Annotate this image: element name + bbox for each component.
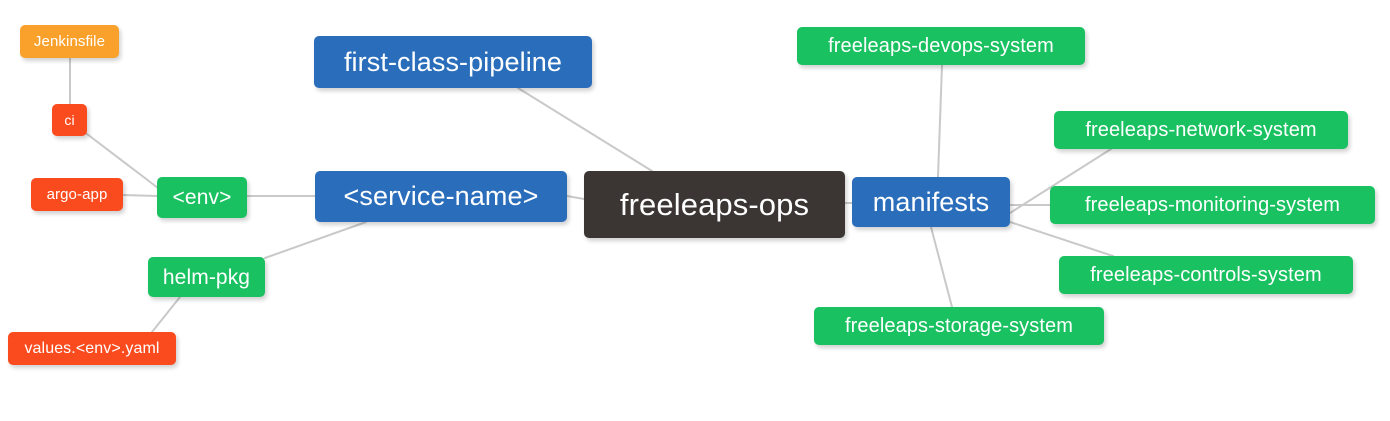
node-storage[interactable]: freeleaps-storage-system [814, 307, 1104, 345]
edge-manifests-to-controls [1009, 221, 1114, 257]
node-network[interactable]: freeleaps-network-system [1054, 111, 1348, 149]
edge-pipeline-to-root [517, 87, 653, 172]
edge-values-yaml-to-helm-pkg [151, 296, 181, 333]
node-service-name[interactable]: <service-name> [315, 171, 567, 222]
edge-manifests-to-devops [937, 64, 943, 178]
edge-manifests-to-storage [930, 226, 953, 308]
node-root[interactable]: freeleaps-ops [584, 171, 845, 238]
node-jenkinsfile[interactable]: Jenkinsfile [20, 25, 119, 58]
node-ci[interactable]: ci [52, 104, 87, 136]
node-monitoring[interactable]: freeleaps-monitoring-system [1050, 186, 1375, 224]
node-env[interactable]: <env> [157, 177, 247, 218]
edge-argo-app-to-env [122, 194, 158, 197]
node-argo-app[interactable]: argo-app [31, 178, 123, 211]
node-values-yaml[interactable]: values.<env>.yaml [8, 332, 176, 365]
node-helm-pkg[interactable]: helm-pkg [148, 257, 265, 297]
node-pipeline[interactable]: first-class-pipeline [314, 36, 592, 88]
edge-helm-pkg-to-service-name [264, 221, 367, 259]
node-manifests[interactable]: manifests [852, 177, 1010, 227]
node-devops[interactable]: freeleaps-devops-system [797, 27, 1085, 65]
edge-service-name-to-root [566, 195, 585, 200]
node-controls[interactable]: freeleaps-controls-system [1059, 256, 1353, 294]
